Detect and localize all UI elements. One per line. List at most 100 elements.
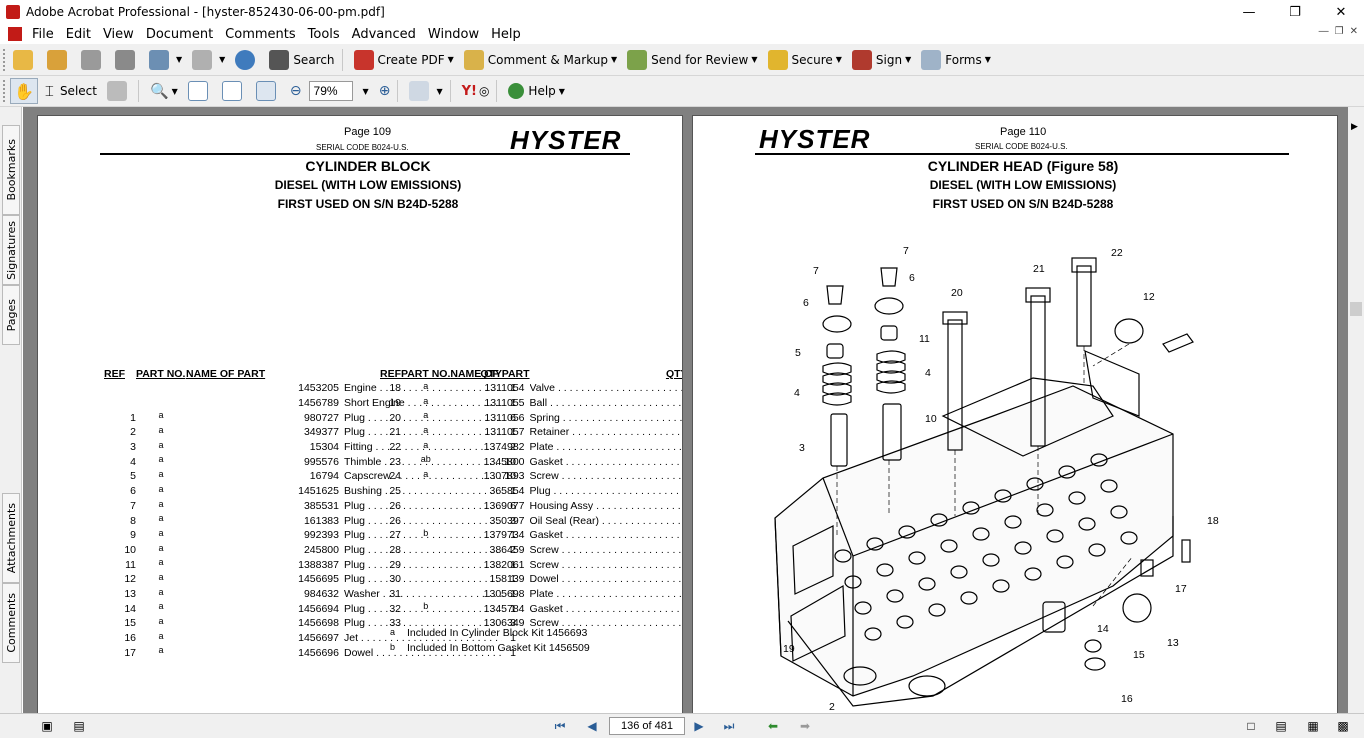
create-pdf-button[interactable]: Create PDF▼ [351, 47, 457, 73]
part-name: Plug [344, 543, 366, 556]
forms-button[interactable]: Forms▼ [918, 47, 994, 73]
callout-label: 6 [909, 272, 915, 284]
facing-icon[interactable]: ▦ [1307, 719, 1319, 733]
restore-button[interactable]: ❐ [1289, 4, 1301, 20]
continuous-icon[interactable]: ▤ [1275, 719, 1287, 733]
scroll-right-arrow[interactable]: ▶ [1351, 121, 1358, 131]
document-icon[interactable] [8, 27, 22, 41]
continuous-facing-icon[interactable]: ▩ [1337, 719, 1349, 733]
comment-markup-button[interactable]: Comment & Markup▼ [461, 47, 620, 73]
menu-window[interactable]: Window [427, 26, 480, 42]
email-button[interactable]: ▼ [146, 47, 185, 73]
search-button[interactable]: Search [266, 47, 337, 73]
part-name: Screw [529, 470, 559, 483]
fit-width-icon [255, 81, 276, 101]
hyster-logo: HYSTER [759, 124, 871, 154]
tab-attachments[interactable]: Attachments [2, 493, 20, 583]
minimize-button[interactable]: — [1242, 4, 1256, 20]
menu-help[interactable]: Help [491, 26, 521, 42]
cell-qty: 1 [510, 382, 516, 395]
doc-close-button[interactable]: ✕ [1349, 26, 1358, 37]
cell-ref: 16 [124, 632, 136, 645]
zoom-tool-button[interactable]: 🔍▼ [149, 82, 178, 100]
open-button[interactable] [10, 47, 40, 73]
vertical-scrollbar[interactable]: ▶ [1348, 107, 1364, 713]
cell-qty: 1 [510, 646, 516, 659]
doc-restore-button[interactable]: ❐ [1334, 26, 1344, 37]
send-for-review-button[interactable]: Send for Review▼ [624, 47, 760, 73]
cell-ltr: a [158, 454, 164, 465]
menu-file[interactable]: File [32, 26, 54, 42]
previous-page-button[interactable]: ◀ [587, 719, 597, 733]
toolbar-grip[interactable] [3, 48, 6, 71]
page-view-icon[interactable]: ▤ [73, 719, 85, 733]
previous-view-button[interactable]: ⬅ [767, 719, 779, 733]
scrollbar-thumb[interactable] [1350, 302, 1362, 316]
single-page-icon[interactable]: □ [1247, 719, 1255, 733]
next-view-button[interactable]: ➡ [799, 719, 811, 733]
organizer-button[interactable] [44, 47, 74, 73]
toolbar-grip[interactable] [3, 80, 6, 102]
serial-code: SERIAL CODE B024-U.S. [316, 143, 409, 152]
rotate-button[interactable]: ▼ [406, 78, 445, 104]
document-viewer[interactable]: Page 109 SERIAL CODE B024-U.S. HYSTER CY… [23, 107, 1348, 713]
tab-bookmarks[interactable]: Bookmarks [2, 125, 20, 215]
next-page-button[interactable]: ▶ [694, 719, 704, 733]
select-tool-button[interactable]: ⌶Select [44, 82, 97, 100]
help-button[interactable]: Help▼ [505, 78, 568, 104]
part-name: Fitting [344, 441, 373, 454]
save-button[interactable] [78, 47, 108, 73]
page-subtitle-2: FIRST USED ON S/N B24D-5288 [277, 197, 459, 211]
secure-button[interactable]: Secure▼ [765, 47, 845, 73]
tab-signatures[interactable]: Signatures [2, 215, 20, 285]
tab-comments[interactable]: Comments [2, 583, 20, 663]
last-page-button[interactable]: ⏭ [723, 718, 735, 733]
attach-button[interactable]: ▼ [189, 47, 228, 73]
cell-ltr: a [158, 542, 164, 553]
close-button[interactable]: ✕ [1335, 4, 1347, 20]
actual-size-icon [187, 81, 208, 101]
page-number: Page 110 [1000, 126, 1047, 138]
zoom-level-field[interactable]: 79% [308, 81, 353, 101]
web-search-button[interactable] [232, 47, 262, 73]
fit-page-button[interactable] [219, 78, 249, 104]
cell-pno: 1311057 [484, 426, 525, 439]
leader-dots: . . . . . . . . . . . . . . . . . . . . … [367, 426, 502, 439]
tab-pages[interactable]: Pages [2, 285, 20, 345]
cell-qty: 1 [510, 632, 516, 645]
menu-document[interactable]: Document [145, 26, 214, 42]
actual-size-button[interactable] [185, 78, 215, 104]
page-layout-icon[interactable]: ▣ [41, 719, 53, 733]
zoom-in-button[interactable]: ⊕ [376, 78, 394, 104]
first-page-button[interactable]: ⏮ [554, 718, 566, 733]
cell-pno: 1456789 [298, 397, 339, 410]
menu-comments[interactable]: Comments [225, 26, 296, 42]
hand-tool-button[interactable]: ✋ [10, 78, 38, 104]
page-number-field[interactable]: 136 of 481 [609, 717, 685, 735]
magnifier-icon: 🔍 [149, 82, 169, 100]
print-button[interactable] [112, 47, 142, 73]
menu-view[interactable]: View [102, 26, 134, 42]
menu-advanced[interactable]: Advanced [351, 26, 416, 42]
fit-width-button[interactable] [253, 78, 283, 104]
toolbar-separator [341, 48, 343, 71]
menu-tools[interactable]: Tools [307, 26, 340, 42]
menu-edit[interactable]: Edit [65, 26, 91, 42]
sign-button[interactable]: Sign▼ [849, 47, 914, 73]
yahoo-search-button[interactable]: Y!◎ [459, 78, 493, 104]
zoom-out-button[interactable]: ⊖ [287, 78, 305, 104]
bolt-hole [1014, 541, 1032, 555]
doc-minimize-button[interactable]: — [1318, 26, 1329, 37]
leader-dots: . . . . . . . . . . . . . . . . . . . . … [384, 485, 502, 498]
snapshot-button[interactable] [104, 78, 134, 104]
part-name: Plug [344, 529, 366, 542]
zoom-dropdown-button[interactable]: ▼ [362, 86, 369, 96]
part-name: Capscrew [344, 470, 391, 483]
cell-pno: 1456696 [298, 646, 339, 659]
